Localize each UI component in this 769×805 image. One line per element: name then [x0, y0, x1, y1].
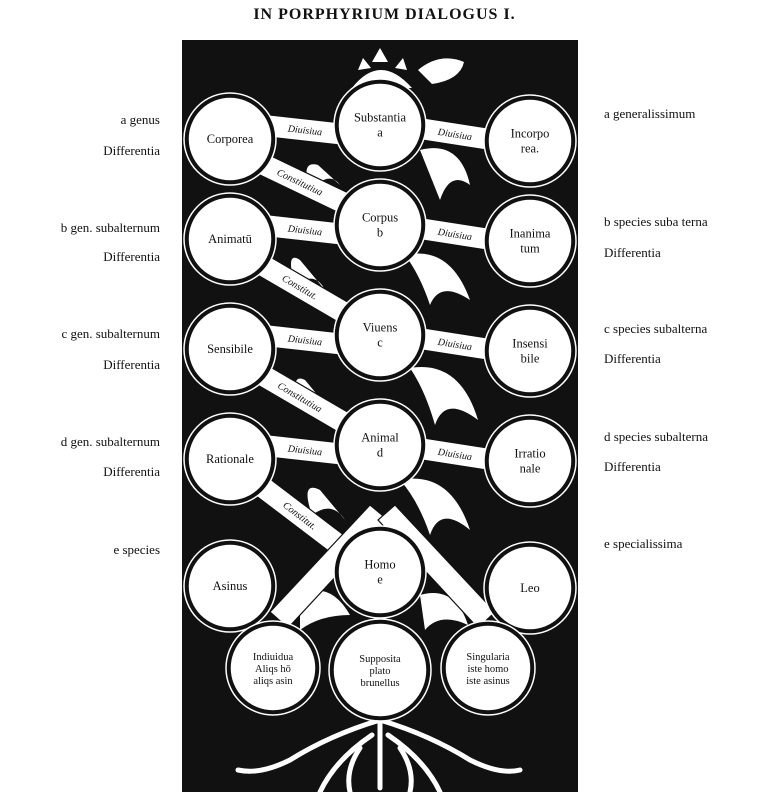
band-diuisiua-left-0-label: Diuisiua	[286, 124, 322, 139]
individuals-node-2-text-0: Singularia	[466, 652, 509, 663]
band-diuisiua-right-3-label: Diuisiua	[436, 447, 473, 463]
right-node-0-text-0: Incorpo	[511, 127, 550, 141]
center-node-1	[337, 182, 423, 268]
left-label-d: d gen. subalternum	[60, 434, 160, 449]
center-node-3-text-0: Animal	[361, 431, 399, 445]
right-differentia-d: Differentia	[604, 459, 661, 474]
band-diuisiua-left-1-label: Diuisiua	[286, 224, 322, 239]
left-label-a: a genus	[120, 112, 160, 127]
left-node-1	[187, 196, 273, 282]
bird-ornament	[418, 58, 464, 84]
right-node-3	[487, 418, 573, 504]
individuals-node-0-text-2: aliqs asin	[253, 676, 293, 687]
center-node-0-text-1: a	[377, 126, 383, 140]
left-node-4-text-0: Asinus	[213, 579, 248, 593]
roots-ornament	[235, 707, 523, 795]
left-differentia-b: Differentia	[103, 249, 160, 264]
right-label-b: b species suba terna	[604, 214, 708, 229]
left-node-3-text-0: Rationale	[206, 452, 254, 466]
right-node-0-text-1: rea.	[521, 142, 539, 156]
center-node-0	[337, 82, 423, 168]
left-label-c: c gen. subalternum	[61, 326, 160, 341]
individuals-node-2-text-2: iste asinus	[466, 676, 509, 687]
individuals-node-1	[332, 622, 428, 718]
center-node-4	[337, 529, 423, 615]
right-label-a: a generalissimum	[604, 106, 696, 121]
left-node-3	[187, 416, 273, 502]
right-node-4-text-0: Leo	[520, 581, 539, 595]
right-node-0	[487, 98, 573, 184]
right-label-c: c species subalterna	[604, 321, 708, 336]
center-node-2-text-1: c	[377, 336, 383, 350]
band-diuisiua-right-1-label: Diuisiua	[436, 227, 473, 243]
center-node-2-text-0: Viuens	[363, 321, 398, 335]
left-node-4	[187, 543, 273, 629]
right-node-1-text-1: tum	[520, 242, 540, 256]
left-node-2-text-0: Sensibile	[207, 342, 253, 356]
left-differentia-d: Differentia	[103, 464, 160, 479]
center-node-2	[337, 292, 423, 378]
left-differentia-a: Differentia	[103, 143, 160, 158]
right-differentia-c: Differentia	[604, 351, 661, 366]
center-node-3-text-1: d	[377, 446, 384, 460]
left-node-0-text-0: Corporea	[207, 132, 254, 146]
right-differentia-b: Differentia	[604, 245, 661, 260]
band-diuisiua-right-0-label: Diuisiua	[436, 127, 473, 143]
left-node-1-text-0: Animatū	[208, 232, 252, 246]
individuals-node-1-text-0: Supposita	[359, 654, 401, 665]
band-diuisiua-right-2-label: Diuisiua	[436, 337, 473, 353]
band-diuisiua-left-3-label: Diuisiua	[286, 444, 322, 459]
right-node-2	[487, 308, 573, 394]
right-node-4	[487, 545, 573, 631]
right-label-e: e specialissima	[604, 536, 683, 551]
right-node-3-text-1: nale	[520, 462, 541, 476]
right-label-d: d species subalterna	[604, 429, 708, 444]
individuals-node-1-text-2: brunellus	[360, 678, 399, 689]
page-title: IN PORPHYRIUM DIALOGUS I.	[253, 6, 516, 23]
individuals-node-2	[444, 624, 532, 712]
individuals-node-0-text-1: Aliqs hō	[255, 664, 291, 675]
right-node-2-text-0: Insensi	[512, 337, 548, 351]
individuals-node-0-text-0: Indiuidua	[253, 652, 294, 663]
individuals-node-2-text-1: iste homo	[467, 664, 508, 675]
individuals-node-1-text-1: plato	[370, 666, 391, 677]
right-node-1	[487, 198, 573, 284]
center-node-0-text-0: Substantia	[354, 111, 407, 125]
center-node-1-text-0: Corpus	[362, 211, 398, 225]
left-label-b: b gen. subalternum	[60, 220, 160, 235]
left-differentia-c: Differentia	[103, 357, 160, 372]
right-node-1-text-0: Inanima	[510, 227, 551, 241]
left-node-0	[187, 96, 273, 182]
band-diuisiua-left-2-label: Diuisiua	[286, 334, 322, 349]
left-node-2	[187, 306, 273, 392]
center-node-4-text-1: e	[377, 573, 383, 587]
center-node-3	[337, 402, 423, 488]
left-label-e: e species	[113, 542, 160, 557]
right-node-3-text-0: Irratio	[514, 447, 545, 461]
right-node-2-text-1: bile	[521, 352, 540, 366]
center-node-4-text-0: Homo	[364, 558, 395, 572]
center-node-1-text-1: b	[377, 226, 383, 240]
individuals-node-0	[229, 624, 317, 712]
